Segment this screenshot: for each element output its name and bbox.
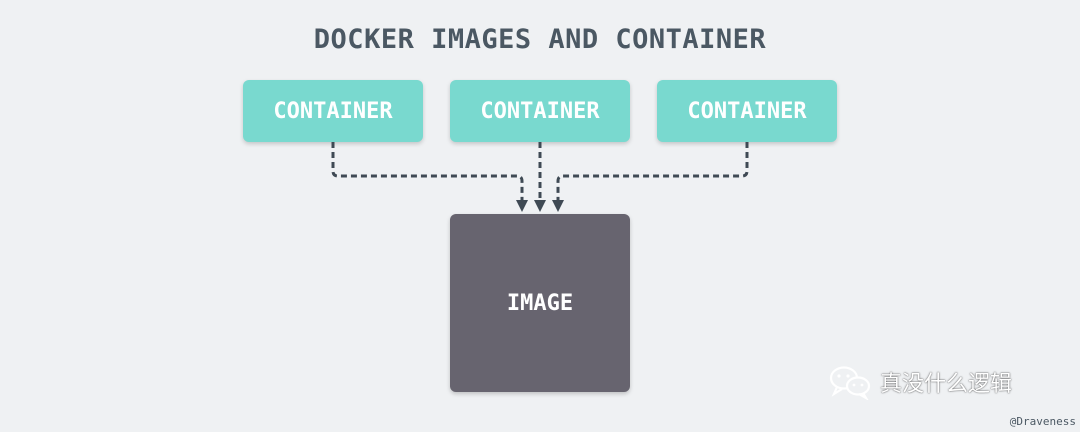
container-box-3: CONTAINER [657, 80, 837, 142]
diagram-title: DOCKER IMAGES AND CONTAINER [313, 24, 767, 55]
watermark-text: 真没什么逻辑 [880, 372, 1013, 397]
container-box-2: CONTAINER [450, 80, 630, 142]
wechat-icon [829, 366, 871, 400]
arrow-container-3-to-image [556, 142, 749, 202]
arrowhead-1 [516, 200, 528, 212]
author-credit: @Draveness [1009, 415, 1076, 428]
arrow-container-1-to-image [331, 142, 524, 202]
arrowhead-3 [552, 200, 564, 212]
watermark: 真没什么逻辑 [828, 362, 1012, 402]
container-box-1: CONTAINER [243, 80, 423, 142]
arrowhead-2 [534, 200, 546, 212]
image-box: IMAGE [450, 214, 630, 392]
